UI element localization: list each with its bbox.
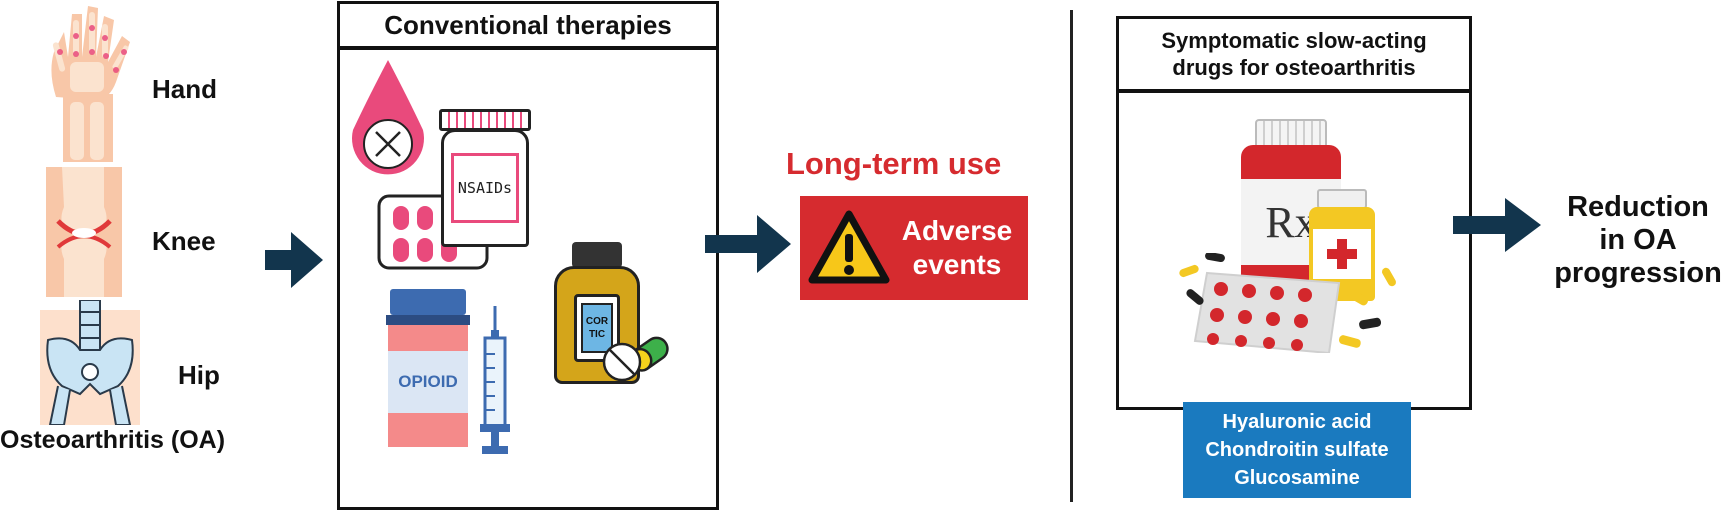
adverse-events-box: Adverse events — [800, 196, 1028, 300]
conventional-therapies-title: Conventional therapies — [340, 4, 716, 50]
joints-caption: Osteoarthritis (OA) — [0, 426, 226, 454]
nsaids-label-frame: NSAIDs — [451, 153, 519, 223]
hip-illustration — [40, 300, 140, 425]
drug-item-3: Glucosamine — [1234, 467, 1360, 489]
nsaids-bottle-body — [441, 129, 529, 247]
outcome-line3: progression — [1554, 256, 1722, 289]
adverse-events-text: Adverse events — [892, 206, 1022, 290]
drug-item-2: Chondroitin sulfate — [1205, 439, 1389, 461]
adverse-events-line2: events — [912, 249, 1002, 280]
outcome-text: Reduction in OA progression — [1548, 185, 1728, 295]
nsaids-bottle-cap — [439, 109, 531, 131]
outcome-line2: in OA — [1599, 223, 1677, 256]
arrow-to-adverse — [705, 215, 791, 273]
opioid-bottle-cap — [390, 289, 466, 315]
sysadoa-title-line1: Symptomatic slow-acting — [1161, 28, 1427, 53]
sysadoa-title: Symptomatic slow-acting drugs for osteoa… — [1119, 19, 1469, 93]
adverse-events-line1: Adverse — [901, 215, 1013, 246]
hand-illustration — [51, 6, 130, 162]
knee-illustration — [46, 167, 122, 297]
nsaids-bottle: NSAIDs — [439, 109, 531, 247]
cortic-label-inner: COR TIC — [581, 303, 613, 353]
sysadoa-title-line2: drugs for osteoarthritis — [1172, 55, 1416, 80]
drug-item-1: Hyaluronic acid — [1222, 411, 1372, 433]
arrow-to-therapies — [265, 232, 323, 288]
pills-blister-icon — [1179, 253, 1396, 353]
medical-cross-icon — [1327, 239, 1357, 269]
syringe-icon — [480, 306, 510, 454]
hand-label: Hand — [152, 74, 217, 104]
opioid-label: OPIOID — [398, 372, 458, 391]
small-yellow-bottle — [1309, 189, 1375, 301]
sysadoa-box: Symptomatic slow-acting drugs for osteoa… — [1116, 16, 1472, 410]
warning-icon — [808, 210, 890, 284]
sysadoa-drug-list: Hyaluronic acid Chondroitin sulfate Gluc… — [1183, 402, 1411, 498]
small-bottle-cap — [1317, 189, 1367, 209]
long-term-use-label: Long-term use — [786, 146, 1002, 181]
arrow-to-outcome — [1453, 198, 1541, 252]
section-divider — [1070, 10, 1073, 502]
knee-label: Knee — [152, 226, 216, 256]
cortic-label-line2: TIC — [588, 329, 606, 340]
drop-x-icon — [352, 60, 424, 175]
opioid-bottle-neck — [386, 315, 470, 325]
cortic-bottle-cap — [572, 242, 622, 268]
opioid-label-frame: OPIOID — [388, 351, 468, 413]
rx-symbol: Rx — [1265, 197, 1317, 247]
outcome-line1: Reduction — [1567, 190, 1709, 223]
pills-icon — [602, 336, 669, 382]
opioid-bottle: OPIOID — [386, 289, 470, 447]
cortic-label-frame: COR TIC — [574, 294, 620, 362]
cortic-label-line1: COR — [585, 316, 609, 327]
nsaids-label: NSAIDs — [457, 179, 513, 197]
hip-label: Hip — [178, 360, 220, 390]
conventional-therapies-box: Conventional therapies NSAIDs COR TIC — [337, 1, 719, 510]
